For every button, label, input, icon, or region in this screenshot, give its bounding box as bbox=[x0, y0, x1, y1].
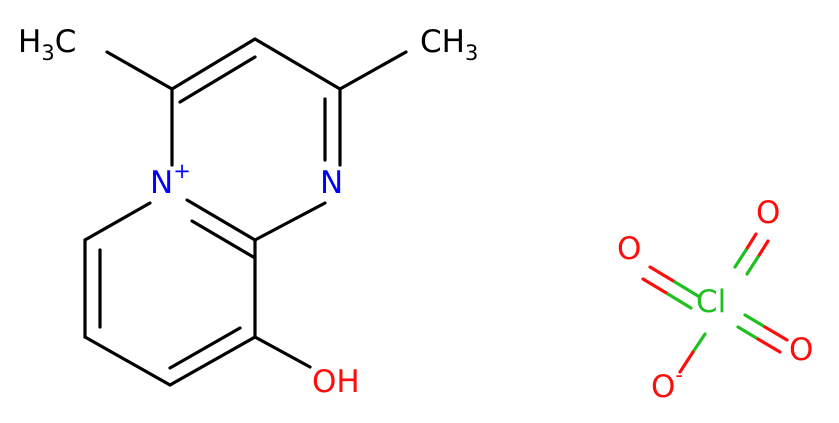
bond-c4-c3 bbox=[170, 37, 257, 91]
bond-cl-o-top-right-d bbox=[745, 255, 760, 276]
bond-c3-c2 bbox=[253, 37, 342, 91]
bond-cl-o-right-b bbox=[736, 325, 760, 341]
bond-c8-c9-double bbox=[168, 326, 242, 370]
bond-cl-o-right-a bbox=[743, 313, 767, 329]
bond-cl-o-right-d bbox=[756, 337, 782, 354]
bond-cl-o-top-left-c bbox=[673, 280, 700, 298]
hydroxyl-label: OH bbox=[312, 364, 360, 400]
bond-cl-o-top-left-b bbox=[641, 277, 670, 296]
methyl-left-label: H3C bbox=[18, 24, 76, 65]
oxygen-minus-label: O- bbox=[651, 363, 683, 405]
oxygen-top-right-label: O bbox=[756, 195, 780, 231]
bond-cl-o-top-right-b bbox=[756, 239, 770, 259]
bond-c7-c8 bbox=[83, 335, 172, 387]
bond-cl-o-top-right-c bbox=[733, 248, 748, 269]
bond-c9-oh bbox=[253, 335, 312, 369]
bond-c4-methyl bbox=[105, 50, 174, 91]
atom-labels: H3C CH3 N+ N OH O O Cl O O- bbox=[18, 24, 813, 405]
bond-cl-o-right-c bbox=[763, 325, 789, 342]
bond-c9a-nplus-double bbox=[190, 219, 257, 260]
nitrogen-plus-label: N+ bbox=[150, 159, 191, 201]
bond-c9a-nplus bbox=[185, 198, 257, 242]
bond-cl-o-top-left-a bbox=[648, 265, 677, 284]
bond-c8-c9 bbox=[168, 335, 257, 387]
cation-bonds bbox=[83, 37, 408, 387]
methyl-right-label: CH3 bbox=[420, 24, 478, 65]
bond-c2-methyl bbox=[338, 50, 408, 91]
chlorine-label: Cl bbox=[696, 284, 726, 320]
bond-n1-c9a bbox=[253, 201, 327, 242]
nitrogen-ring-label: N bbox=[320, 165, 343, 201]
bond-cl-o-minus-a bbox=[691, 332, 707, 354]
oxygen-top-left-label: O bbox=[617, 231, 641, 267]
bond-cl-o-top-left-d bbox=[666, 292, 693, 310]
perchlorate-bonds bbox=[641, 232, 789, 374]
bond-c4-c3-double bbox=[178, 55, 257, 104]
oxygen-right-label: O bbox=[789, 332, 813, 368]
bond-cl-o-minus-b bbox=[678, 350, 695, 374]
bond-nplus-c6 bbox=[83, 201, 152, 242]
bond-cl-o-top-right-a bbox=[744, 232, 758, 252]
